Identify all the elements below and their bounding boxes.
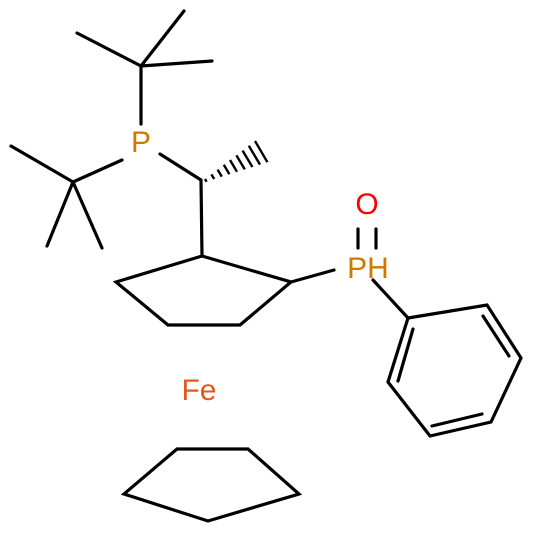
cyclopentadienyl-ring-lower bbox=[120, 447, 303, 523]
bond bbox=[371, 278, 410, 320]
tert-butyl-lower bbox=[9, 144, 124, 250]
cyclopentadienyl-ring-upper bbox=[112, 254, 295, 327]
oxygen-label: O bbox=[355, 188, 378, 221]
hash bbox=[247, 145, 262, 166]
bond bbox=[139, 9, 186, 68]
aromatic-inner-bond bbox=[396, 327, 415, 383]
bond bbox=[75, 31, 143, 68]
phosphorus-label-top: P bbox=[131, 126, 151, 159]
aromatic-inner-bond bbox=[430, 412, 484, 428]
bond bbox=[71, 180, 104, 250]
tert-butyl-upper bbox=[75, 9, 214, 126]
hash bbox=[253, 140, 269, 163]
hash bbox=[241, 149, 254, 168]
bond bbox=[45, 180, 75, 248]
hashed-wedge-bond bbox=[203, 140, 269, 183]
bond bbox=[9, 144, 75, 184]
bond bbox=[199, 178, 204, 258]
hash bbox=[228, 159, 239, 173]
phenyl-hexagon bbox=[386, 303, 523, 438]
aromatic-inner-bond bbox=[481, 314, 511, 358]
bond bbox=[139, 59, 214, 68]
bond bbox=[71, 158, 124, 184]
hash bbox=[210, 173, 216, 180]
hash bbox=[235, 154, 246, 171]
phosphine-oxide-label: PH bbox=[347, 252, 389, 285]
iron-label: Fe bbox=[181, 374, 216, 407]
bond bbox=[289, 268, 336, 284]
phenyl-ring bbox=[386, 303, 523, 438]
hash bbox=[203, 178, 208, 183]
hash bbox=[216, 168, 223, 178]
hash bbox=[222, 164, 231, 175]
bond bbox=[158, 152, 203, 182]
